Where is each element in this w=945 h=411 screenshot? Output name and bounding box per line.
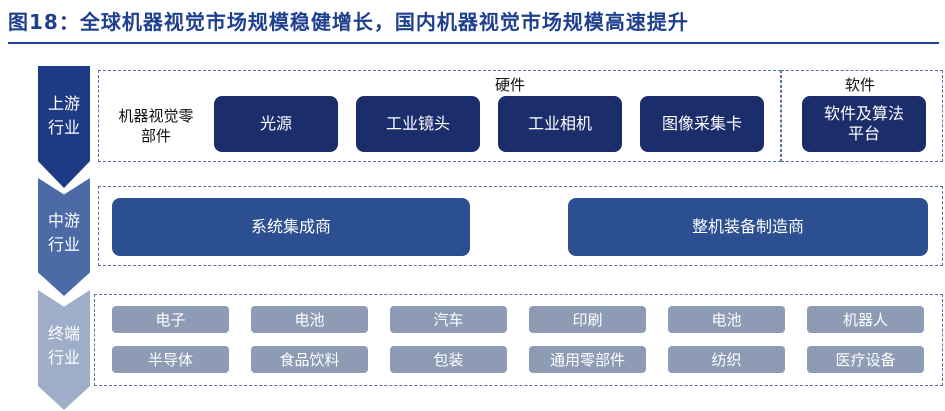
sw-item-platform: 软件及算法 平台	[802, 96, 926, 152]
terminal-item: 通用零部件	[529, 346, 646, 373]
midstream-group	[98, 186, 943, 266]
mid-item-equipment-maker: 整机装备制造商	[568, 198, 928, 256]
terminal-item: 电池	[251, 306, 368, 333]
stage-midstream: 中游 行业	[38, 178, 90, 296]
stage-terminal: 终端 行业	[38, 290, 90, 410]
terminal-item: 电子	[112, 306, 229, 333]
terminal-item: 包装	[390, 346, 507, 373]
terminal-item: 汽车	[390, 306, 507, 333]
hw-item-lens: 工业镜头	[356, 96, 480, 152]
terminal-item: 纺织	[668, 346, 785, 373]
hardware-group	[98, 70, 781, 162]
mid-item-integrator: 系统集成商	[112, 198, 470, 256]
terminal-item: 半导体	[112, 346, 229, 373]
hw-item-light-source: 光源	[214, 96, 338, 152]
terminal-item: 印刷	[529, 306, 646, 333]
component-label: 机器视觉零 部件	[118, 107, 194, 145]
software-label: 软件	[844, 76, 875, 94]
stage-upstream: 上游 行业	[38, 66, 90, 188]
hw-item-camera: 工业相机	[498, 96, 622, 152]
terminal-group	[94, 294, 943, 386]
terminal-item: 电池	[668, 306, 785, 333]
hw-item-frame-grabber: 图像采集卡	[640, 96, 764, 152]
terminal-item: 医疗设备	[807, 346, 924, 373]
terminal-item: 食品饮料	[251, 346, 368, 373]
hardware-label: 硬件	[494, 76, 525, 94]
title-rule	[8, 42, 939, 44]
software-group	[781, 70, 943, 162]
page-title: 图18：全球机器视觉市场规模稳健增长，国内机器视觉市场规模高速提升	[8, 10, 689, 34]
terminal-item: 机器人	[807, 306, 924, 333]
